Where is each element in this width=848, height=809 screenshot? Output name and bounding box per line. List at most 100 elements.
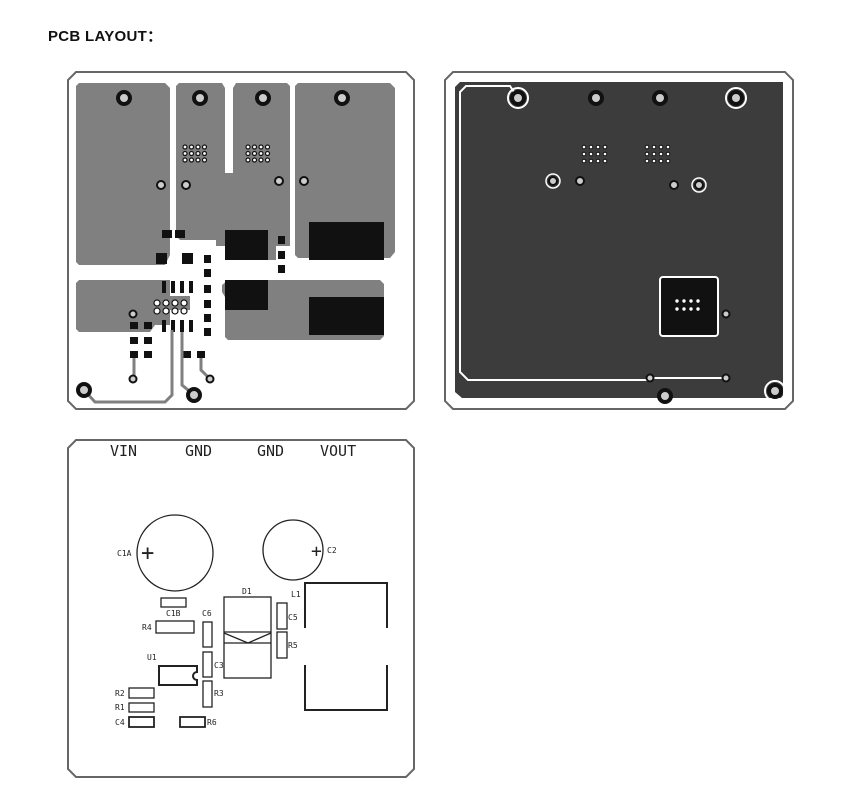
- via: [201, 144, 208, 150]
- via: [688, 298, 694, 304]
- ref-c4: C4: [115, 718, 125, 727]
- d1-outline: [223, 596, 272, 679]
- via: [195, 150, 201, 157]
- via: [595, 144, 601, 150]
- ref-r1: R1: [115, 703, 125, 712]
- c1a-plus: +: [141, 541, 154, 566]
- c6-outline: [202, 621, 213, 648]
- via: [188, 157, 195, 163]
- via: [695, 298, 701, 304]
- via: [681, 298, 687, 304]
- via: [201, 157, 208, 163]
- r4-outline: [155, 620, 195, 634]
- via: [258, 150, 264, 157]
- via: [201, 150, 208, 157]
- page-title: PCB LAYOUT：: [48, 28, 163, 45]
- via: [595, 158, 601, 164]
- ref-r5: R5: [288, 641, 298, 650]
- via: [651, 144, 657, 150]
- via: [182, 150, 188, 157]
- via-array: [153, 144, 271, 315]
- via-array: [581, 144, 701, 312]
- ref-l1: L1: [291, 590, 301, 599]
- connector-labels: VIN GND GND VOUT: [110, 442, 356, 460]
- via: [251, 157, 258, 163]
- ref-d1: D1: [242, 587, 252, 596]
- via: [153, 307, 161, 315]
- via: [681, 306, 687, 312]
- ref-c6: C6: [202, 609, 212, 618]
- via: [182, 157, 188, 163]
- via: [162, 307, 170, 315]
- r6-outline: [179, 716, 206, 728]
- via: [182, 144, 188, 150]
- via: [644, 144, 650, 150]
- via: [658, 158, 664, 164]
- via: [651, 158, 657, 164]
- c4-outline: [128, 716, 155, 728]
- ref-c3: C3: [214, 661, 224, 670]
- via: [644, 151, 650, 157]
- via: [658, 151, 664, 157]
- r5-outline: [276, 631, 288, 659]
- via: [581, 144, 587, 150]
- l1-outline: [304, 582, 388, 711]
- ref-c5: C5: [288, 613, 298, 622]
- via: [581, 151, 587, 157]
- via: [665, 151, 671, 157]
- silkscreen-view: VIN GND GND VOUT + +: [67, 439, 415, 778]
- via: [245, 157, 251, 163]
- via: [588, 144, 594, 150]
- via: [171, 307, 179, 315]
- via: [188, 150, 195, 157]
- via: [658, 144, 664, 150]
- polarity-marks: + +: [141, 541, 322, 566]
- ref-r4: R4: [142, 623, 152, 632]
- thermal-pad: [659, 276, 719, 337]
- label-vout: VOUT: [320, 442, 356, 460]
- u1-outline: [158, 665, 198, 686]
- via: [264, 157, 271, 163]
- c1b-outline: [160, 597, 187, 608]
- via: [153, 299, 161, 307]
- label-vin: VIN: [110, 442, 137, 460]
- component-outlines: [128, 514, 388, 728]
- via: [644, 158, 650, 164]
- ref-c1b: C1B: [166, 609, 181, 618]
- via: [602, 158, 608, 164]
- ref-r2: R2: [115, 689, 125, 698]
- via: [195, 144, 201, 150]
- via: [171, 299, 179, 307]
- via: [188, 144, 195, 150]
- label-gnd: GND: [185, 442, 212, 460]
- label-gnd: GND: [257, 442, 284, 460]
- via: [674, 306, 680, 312]
- c2-plus: +: [311, 541, 322, 562]
- via: [195, 157, 201, 163]
- isolation-traces: [459, 85, 726, 381]
- c2-outline: [262, 519, 324, 581]
- designators: C1A C2 C1B C6 R4 C3 R3 D1 C5 R5 L1 U1 R2…: [115, 546, 337, 727]
- through-holes: [507, 87, 786, 404]
- via: [258, 157, 264, 163]
- via: [180, 307, 188, 315]
- through-holes: [76, 90, 350, 403]
- via: [595, 151, 601, 157]
- ref-r3: R3: [214, 689, 224, 698]
- via: [251, 150, 258, 157]
- via: [245, 144, 251, 150]
- via: [602, 151, 608, 157]
- c3-outline: [202, 651, 213, 678]
- ref-u1: U1: [147, 653, 157, 662]
- via: [588, 151, 594, 157]
- ref-r6: R6: [207, 718, 217, 727]
- via: [665, 144, 671, 150]
- via: [264, 144, 271, 150]
- ground-plane: [455, 82, 783, 398]
- ref-c2: C2: [327, 546, 337, 555]
- bottom-layer-view: [444, 71, 794, 410]
- via: [162, 299, 170, 307]
- via: [251, 144, 258, 150]
- c1a-outline: [136, 514, 214, 592]
